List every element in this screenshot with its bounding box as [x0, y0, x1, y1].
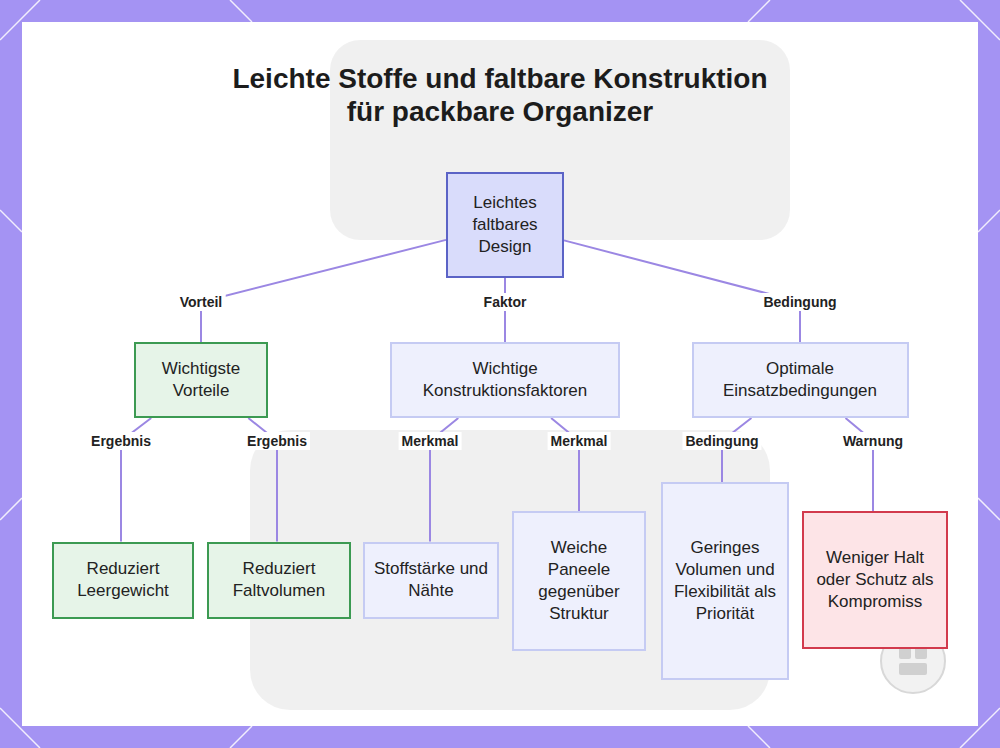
- feature-box: Stoffstärke und Nähte: [363, 542, 499, 619]
- edge-label: Faktor: [481, 293, 530, 311]
- node-label: Wichtigste Vorteile: [144, 358, 258, 402]
- edge-label: Warnung: [840, 432, 906, 450]
- node-label: Reduziert Leergewicht: [62, 558, 184, 602]
- node-label: Optimale Einsatzbedingungen: [702, 358, 899, 402]
- node-label: Weiche Paneele gegenüber Struktur: [522, 537, 636, 625]
- node-label: Stoffstärke und Nähte: [373, 558, 489, 602]
- edge-label: Bedingung: [682, 432, 761, 450]
- edge-label: Vorteil: [177, 293, 226, 311]
- node-label: Wichtige Konstruktionsfaktoren: [400, 358, 610, 402]
- edge-label: Merkmal: [399, 432, 462, 450]
- condition-box: Geringes Volumen und Flexibilität als Pr…: [661, 482, 789, 680]
- white-panel: [22, 22, 978, 726]
- factor-box: Wichtige Konstruktionsfaktoren: [390, 342, 620, 418]
- edge-label: Ergebnis: [244, 432, 310, 450]
- node-label: Geringes Volumen und Flexibilität als Pr…: [671, 537, 779, 625]
- root-box: Leichtes faltbares Design: [446, 172, 564, 278]
- result-box: Reduziert Leergewicht: [52, 542, 194, 619]
- node-label: Weniger Halt oder Schutz als Kompromiss: [812, 547, 938, 613]
- edge-label: Bedingung: [760, 293, 839, 311]
- connector-line: [201, 240, 446, 342]
- node-label: Reduziert Faltvolumen: [217, 558, 341, 602]
- node-label: Leichtes faltbares Design: [456, 192, 554, 258]
- edge-label: Merkmal: [548, 432, 611, 450]
- benefit-box: Wichtigste Vorteile: [134, 342, 268, 418]
- warning-box: Weniger Halt oder Schutz als Kompromiss: [802, 511, 948, 649]
- feature-box: Weiche Paneele gegenüber Struktur: [512, 511, 646, 651]
- diagram-title: Leichte Stoffe und faltbare Konstruktion…: [220, 62, 780, 128]
- result-box: Reduziert Faltvolumen: [207, 542, 351, 619]
- connector-line: [722, 418, 751, 482]
- connector-line: [564, 240, 800, 342]
- condition-box: Optimale Einsatzbedingungen: [692, 342, 909, 418]
- edge-label: Ergebnis: [88, 432, 154, 450]
